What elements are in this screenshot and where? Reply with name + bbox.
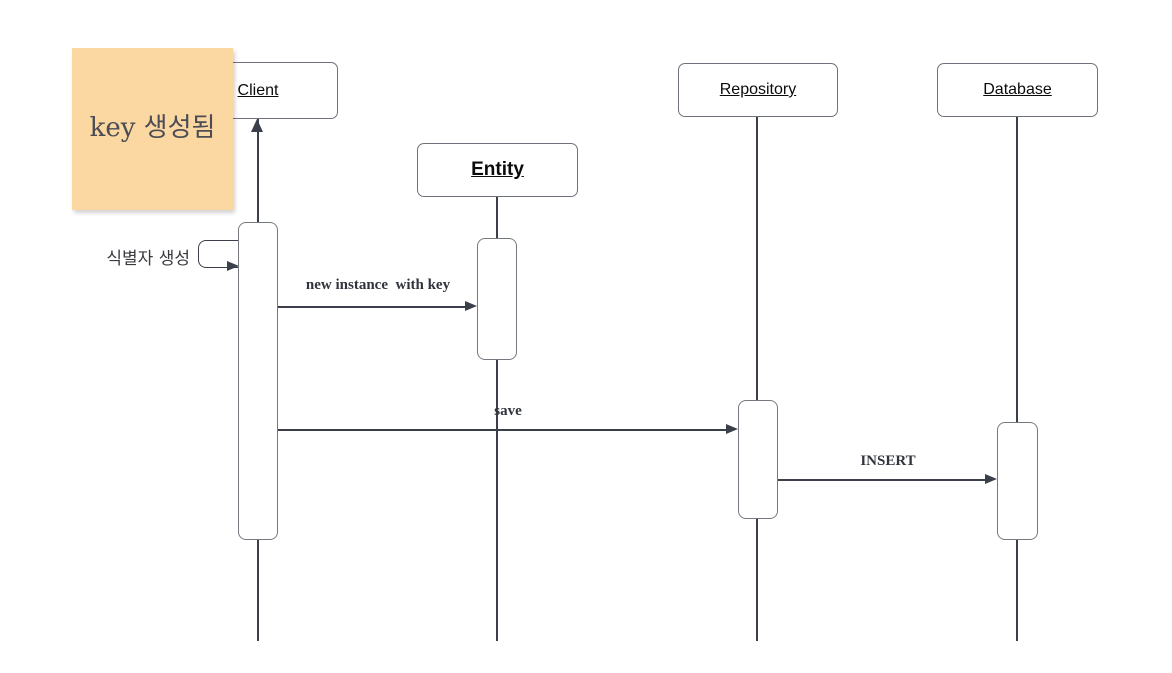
activation-client[interactable] [238, 222, 278, 540]
arrowhead-right [726, 424, 738, 434]
arrowhead-right [227, 261, 239, 271]
actor-label-client: Client [237, 81, 279, 99]
message-arrow-insert[interactable] [778, 479, 985, 481]
arrowhead-up [251, 119, 263, 132]
actor-box-database[interactable]: Database [937, 63, 1098, 117]
actor-box-repository[interactable]: Repository [678, 63, 838, 117]
sticky-note-text: key 생성됨 [89, 112, 216, 143]
activation-database[interactable] [997, 422, 1038, 540]
arrowhead-right [985, 474, 997, 484]
arrowhead-right [465, 301, 477, 311]
activation-repository[interactable] [738, 400, 778, 519]
message-label-save: save [494, 403, 522, 419]
message-label-insert: INSERT [860, 453, 916, 469]
lifeline-database [1016, 117, 1018, 641]
message-arrow-return-to-client[interactable] [257, 130, 259, 222]
actor-box-entity[interactable]: Entity [417, 143, 578, 197]
message-label-new-instance: new instance with key [305, 277, 451, 293]
lifeline-entity [496, 197, 498, 641]
actor-label-database: Database [983, 81, 1052, 98]
activation-entity[interactable] [477, 238, 517, 360]
message-arrow-new-instance[interactable] [278, 306, 467, 308]
actor-label-repository: Repository [719, 81, 797, 98]
message-arrow-save[interactable] [278, 429, 726, 431]
message-label-identifier-creation: 식별자 생성 [106, 249, 190, 269]
sticky-note[interactable]: key 생성됨 [72, 48, 233, 210]
message-arrow-self-client[interactable] [198, 240, 238, 268]
actor-label-entity: Entity [471, 159, 524, 180]
lifeline-repository [756, 117, 758, 641]
